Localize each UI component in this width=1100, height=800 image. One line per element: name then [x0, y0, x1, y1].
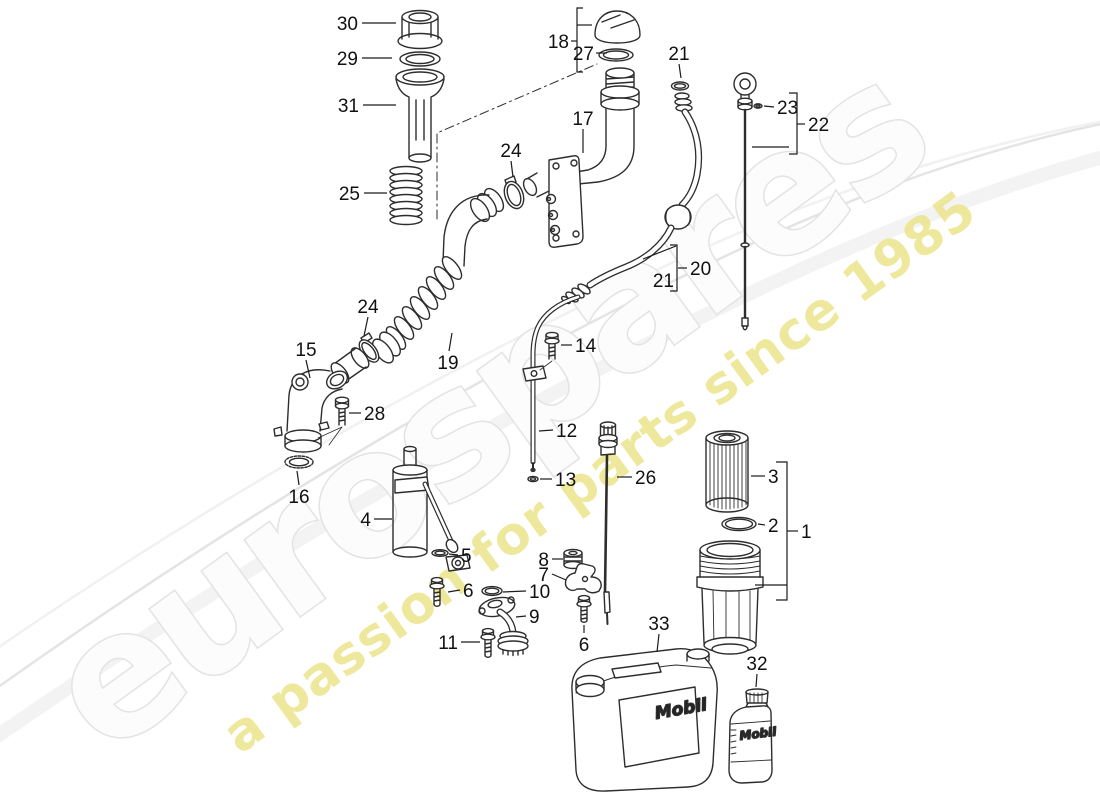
part-14-screw — [539, 331, 560, 371]
part-25-spring — [389, 165, 423, 226]
part-label-1: 1 — [801, 522, 812, 543]
part-31-filler-tube — [395, 68, 445, 163]
part-11-screw — [480, 627, 496, 658]
part-label-23: 23 — [777, 98, 798, 119]
part-26-dipstick-tube — [598, 421, 618, 625]
part-24-clamp-top — [503, 175, 525, 210]
part-32-oil-bottle: Mobil — [728, 688, 779, 784]
part-13-ring — [527, 475, 539, 483]
part-label-24b: 24 — [357, 297, 379, 318]
bracket-1 — [776, 461, 788, 601]
part-label-22: 22 — [808, 115, 829, 136]
leader-line-5 — [448, 553, 459, 556]
part-label-21a: 21 — [668, 44, 689, 65]
part-label-27: 27 — [573, 44, 594, 65]
part-label-3: 3 — [768, 467, 779, 488]
leader-line-7 — [551, 573, 567, 581]
part-7-bracket — [564, 562, 602, 594]
part-label-24a: 24 — [500, 141, 522, 162]
part-28-screw — [317, 396, 350, 446]
part-label-4: 4 — [360, 510, 371, 531]
part-9-suction-pipe — [478, 596, 529, 657]
bracket-20 — [670, 244, 678, 292]
part-20-vent-hose — [560, 81, 703, 305]
bracket-18 — [576, 7, 583, 73]
part-label-25: 25 — [339, 184, 360, 205]
part-label-30: 30 — [337, 14, 358, 35]
part-10-o-ring — [481, 585, 503, 597]
part-label-32: 32 — [746, 654, 767, 675]
leader-line-9 — [515, 615, 527, 618]
part-12-guide-tube — [522, 294, 581, 473]
part-19-corrugated-hose — [372, 256, 463, 364]
part-label-2: 2 — [768, 516, 779, 537]
part-label-29: 29 — [337, 49, 358, 70]
part-label-7: 7 — [538, 565, 549, 586]
leader-line-32 — [755, 673, 758, 688]
part-5-seal-ring — [431, 549, 449, 558]
part-27-o-ring — [598, 48, 634, 62]
hose-elbow-upper — [442, 187, 505, 267]
background-swooshes — [0, 120, 1100, 743]
leader-line-6a — [447, 589, 461, 593]
part-18-oil-filler-cap — [594, 10, 641, 44]
leader-line-23 — [763, 105, 775, 108]
part-label-11: 11 — [438, 633, 458, 654]
leader-line-16 — [296, 470, 300, 486]
part-label-19: 19 — [437, 353, 458, 374]
part-15-elbow-pipe — [273, 369, 349, 453]
part-6-screw-right — [576, 594, 592, 623]
leader-line-20 — [642, 245, 677, 260]
part-label-16: 16 — [288, 487, 309, 508]
part-label-21b: 21 — [653, 271, 674, 292]
part-label-6b: 6 — [579, 635, 590, 656]
part-17-filler-pipe — [522, 67, 640, 248]
part-33-oil-canister: Mobil — [571, 648, 718, 792]
part-label-31: 31 — [338, 96, 359, 117]
leader-line-24a — [510, 160, 514, 178]
leader-line-12 — [538, 429, 554, 432]
watermark-brand-text: eurospares — [11, 25, 960, 792]
part-4-oil-valve — [392, 445, 471, 572]
part-label-5: 5 — [461, 546, 472, 567]
part-label-10: 10 — [529, 582, 550, 603]
part-label-12: 12 — [556, 421, 577, 442]
part-label-8: 8 — [538, 550, 549, 571]
part-label-9: 9 — [529, 607, 540, 628]
part-2-o-ring — [721, 516, 757, 532]
part-6-screw-left — [429, 576, 445, 607]
part-label-14: 14 — [575, 336, 597, 357]
leader-line-15 — [305, 359, 311, 379]
watermark: eurospares a passion for parts since 198… — [9, 23, 987, 793]
bracket-22 — [789, 92, 798, 155]
part-label-15: 15 — [295, 340, 316, 361]
part-16-o-ring — [284, 455, 314, 469]
part-30-cap-nut — [397, 9, 443, 50]
leader-line-33 — [656, 633, 660, 653]
part-22-dipstick — [733, 72, 757, 331]
part-label-17: 17 — [572, 109, 593, 130]
part-label-6a: 6 — [463, 581, 474, 602]
part-1-filter-housing — [696, 540, 764, 655]
part-label-20: 20 — [690, 259, 711, 280]
oil-brand-small: Mobil — [739, 724, 778, 743]
leader-line-24b — [363, 316, 369, 337]
part-label-18: 18 — [548, 32, 569, 53]
part-label-28: 28 — [364, 404, 385, 425]
leader-line-21a — [678, 63, 682, 79]
part-label-26: 26 — [635, 468, 656, 489]
part-label-33: 33 — [648, 614, 669, 635]
leader-line-2 — [757, 523, 766, 526]
part-29-seal-ring — [399, 51, 441, 67]
part-3-filter-element — [705, 430, 749, 513]
part-23-ring — [753, 103, 763, 109]
leader-line-10 — [502, 590, 527, 593]
leader-line-19 — [448, 332, 453, 352]
part-label-13: 13 — [555, 470, 576, 491]
